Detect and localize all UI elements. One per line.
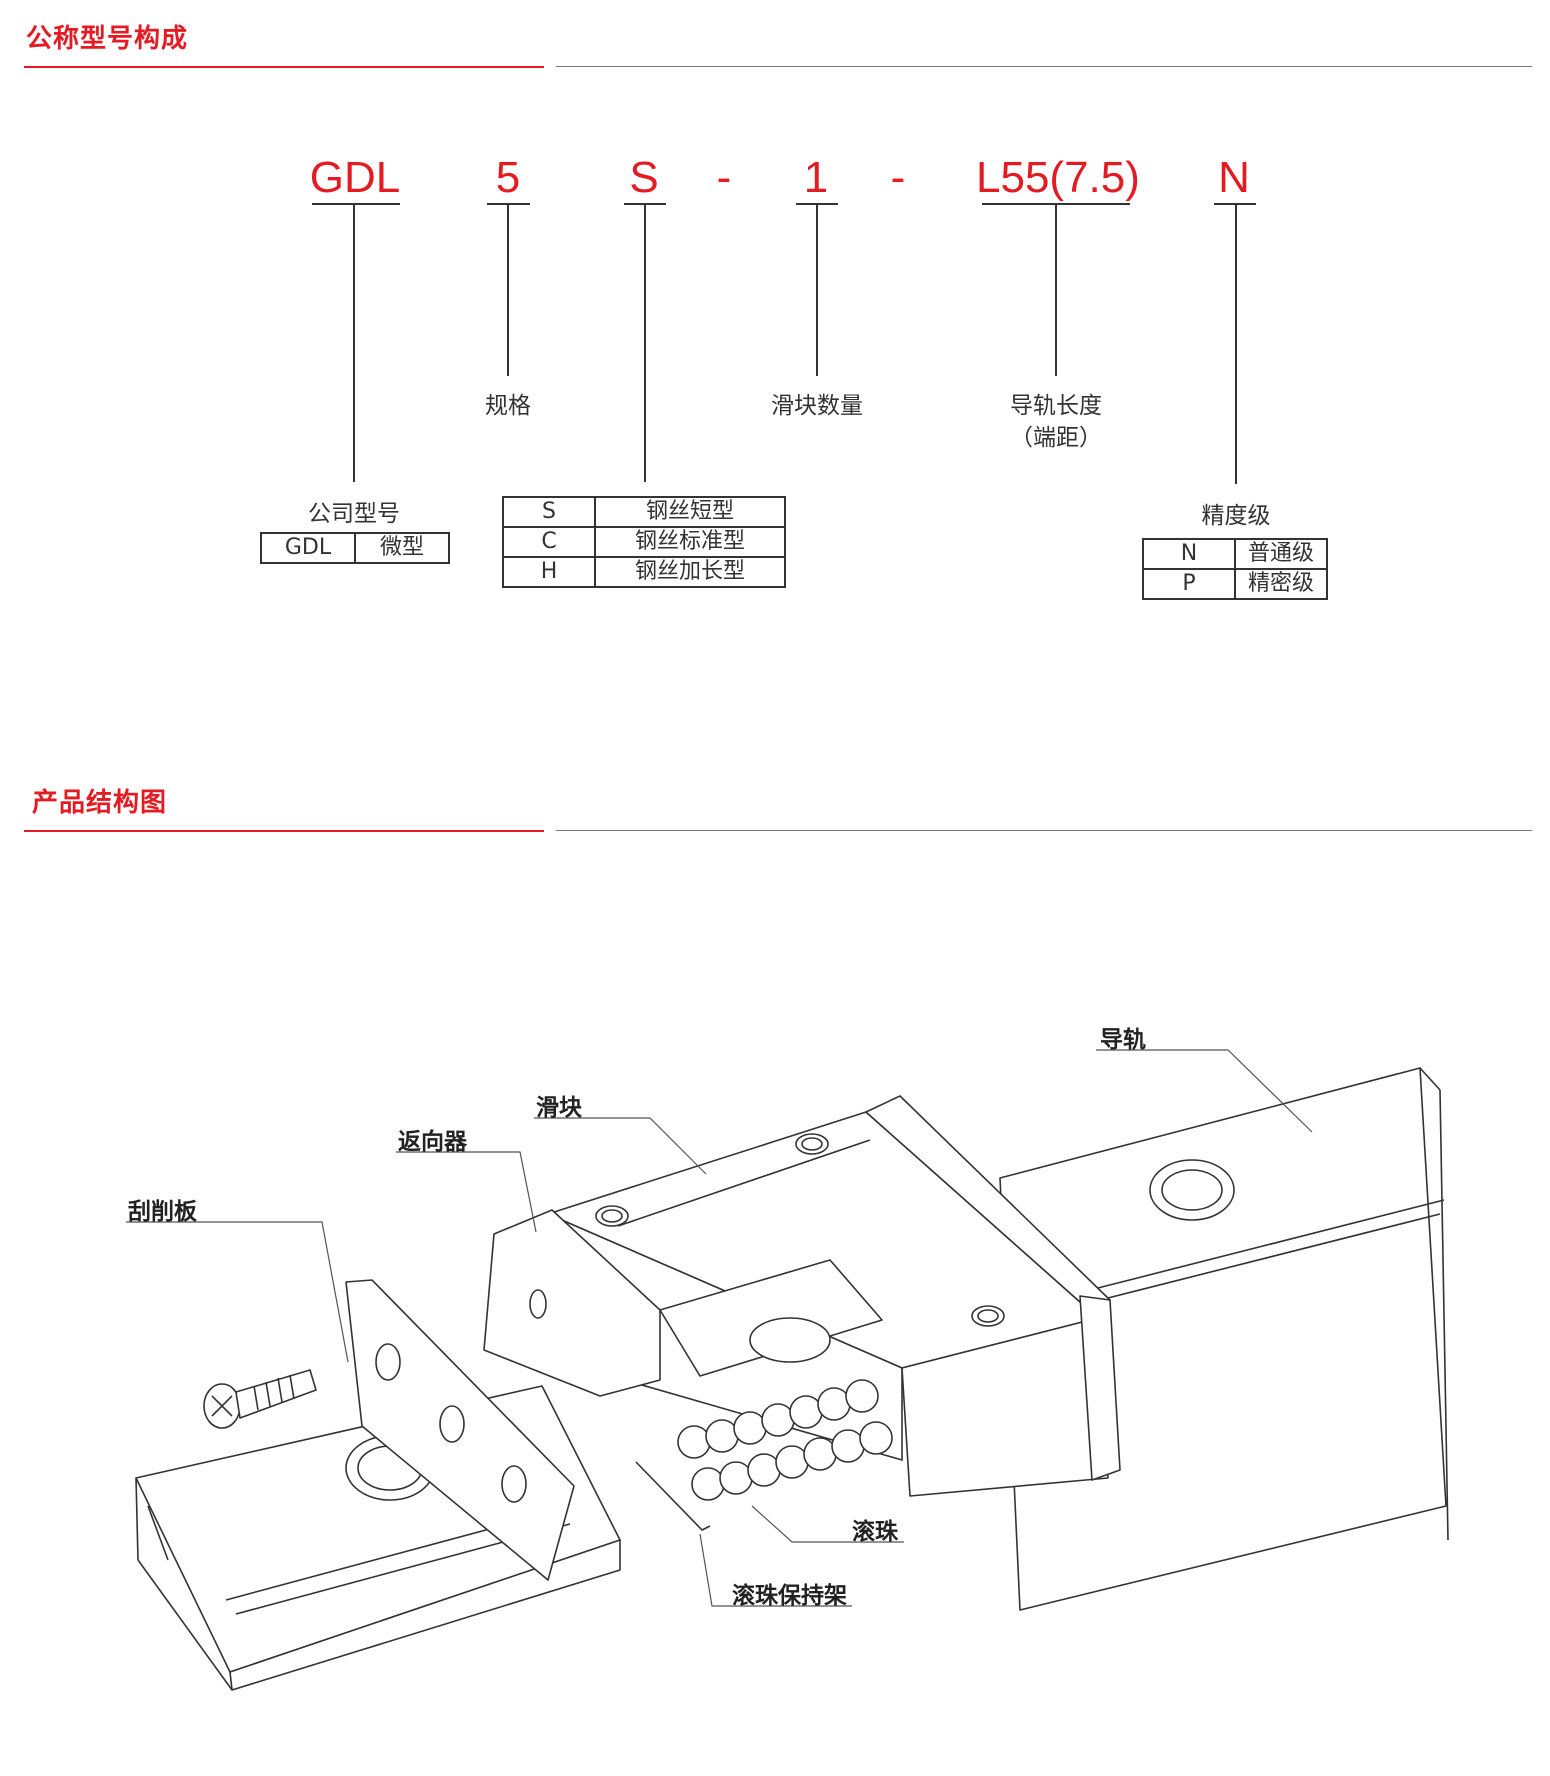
code-part-dash-2: - [890, 153, 906, 202]
code-part-block-count: 1 [803, 153, 829, 202]
section-divider-gray [556, 66, 1532, 67]
callout-return-cap: 返向器 [398, 1129, 467, 1155]
label-company-model: 公司型号 [308, 501, 400, 527]
leader-rail [1096, 1049, 1313, 1133]
section-divider-red [24, 830, 544, 832]
section-divider-gray [556, 830, 1532, 831]
table-row: C 钢丝标准型 [502, 526, 786, 558]
leader-balls [751, 1505, 904, 1543]
table-cell-code: N [1142, 538, 1236, 570]
table-row: GDL 微型 [260, 532, 450, 564]
table-cell-code: P [1142, 568, 1236, 600]
table-cell-code: C [502, 526, 596, 558]
callout-balls: 滚珠 [852, 1519, 898, 1545]
leader-scraper [126, 1221, 349, 1363]
table-cell-desc: 普通级 [1234, 538, 1328, 570]
table-cell-code: GDL [260, 532, 356, 564]
table-cell-desc: 钢丝短型 [594, 496, 786, 528]
table-cell-desc: 微型 [354, 532, 450, 564]
table-cell-code: H [502, 556, 596, 588]
code-part-size: 5 [495, 153, 521, 202]
code-part-length: L55(7.5) [976, 153, 1140, 202]
model-code-leader-lines [312, 203, 1256, 484]
table-cell-desc: 钢丝标准型 [594, 526, 786, 558]
code-part-precision: N [1218, 153, 1250, 202]
callout-scraper: 刮削板 [128, 1199, 197, 1225]
leader-retainer [699, 1533, 852, 1607]
table-row: H 钢丝加长型 [502, 556, 786, 588]
section-title-model-composition: 公称型号构成 [26, 24, 189, 54]
label-precision: 精度级 [1201, 503, 1271, 529]
table-row: S 钢丝短型 [502, 496, 786, 528]
code-part-dash-1: - [716, 153, 732, 202]
callout-block: 滑块 [536, 1095, 582, 1121]
table-row: N 普通级 [1142, 538, 1328, 570]
section-title-structure: 产品结构图 [32, 788, 168, 818]
table-cell-desc: 钢丝加长型 [594, 556, 786, 588]
label-spec: 规格 [485, 393, 531, 419]
callout-ball-retainer: 滚珠保持架 [732, 1583, 847, 1609]
leader-block [534, 1117, 707, 1175]
label-rail-length-sub: （端距） [1010, 425, 1102, 451]
code-part-type: S [629, 153, 659, 202]
label-rail-length: 导轨长度 [1010, 393, 1102, 419]
table-row: P 精密级 [1142, 568, 1328, 600]
label-block-count: 滑块数量 [771, 393, 863, 419]
callout-rail: 导轨 [1100, 1027, 1146, 1053]
leader-return-cap [396, 1151, 537, 1233]
type-table: S 钢丝短型 C 钢丝标准型 H 钢丝加长型 [502, 496, 786, 588]
table-cell-desc: 精密级 [1234, 568, 1328, 600]
table-cell-code: S [502, 496, 596, 528]
code-part-series: GDL [309, 153, 401, 202]
precision-table: N 普通级 P 精密级 [1142, 538, 1328, 600]
screw [203, 1369, 317, 1429]
section-divider-red [24, 66, 544, 68]
company-model-table: GDL 微型 [260, 532, 450, 564]
